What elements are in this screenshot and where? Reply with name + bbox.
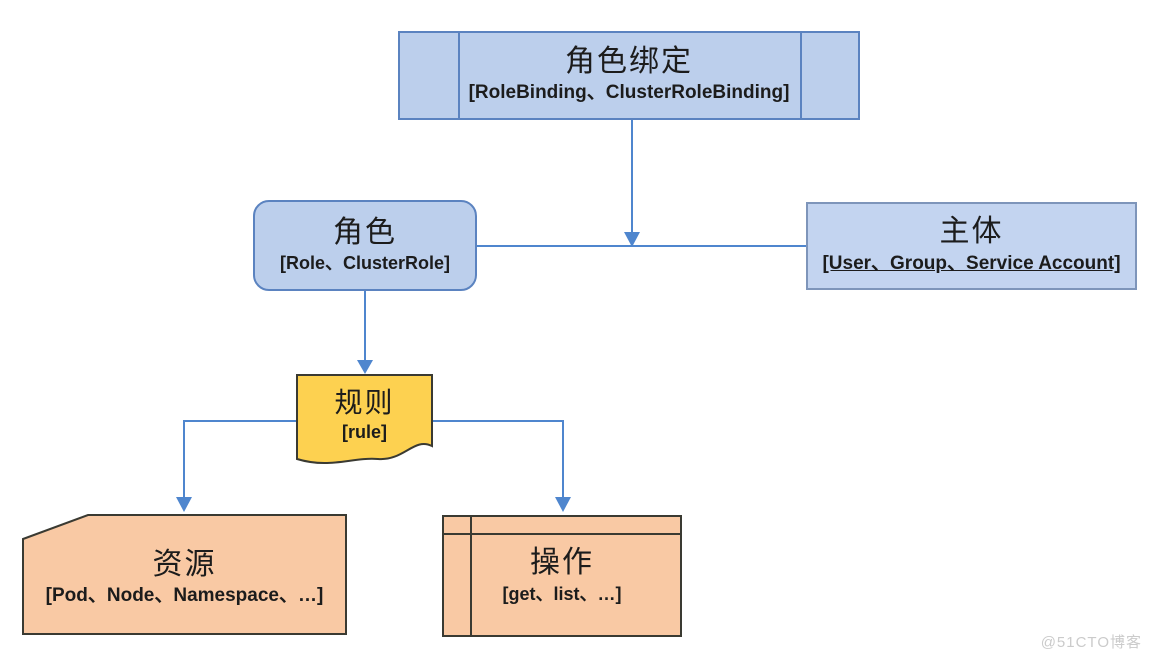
action-left-divider [470, 517, 472, 635]
role-title: 角色 [332, 215, 397, 249]
resource-card-shape [22, 514, 347, 635]
arrowhead-to-rule [357, 360, 373, 374]
subject-title: 主体 [939, 215, 1004, 249]
node-role-binding: 角色绑定 [RoleBinding、ClusterRoleBinding] [398, 31, 860, 120]
node-action: 操作 [get、list、…] [442, 515, 682, 637]
node-role: 角色 [Role、ClusterRole] [253, 200, 477, 291]
node-subject: 主体 [User、Group、Service Account] [806, 202, 1137, 290]
resource-title: 资源 [152, 547, 217, 581]
edge-rule-to-resource [183, 420, 296, 499]
arrowhead-to-resource [176, 497, 192, 512]
action-top-divider [444, 533, 680, 535]
rule-subtitle: [rule] [341, 422, 387, 443]
subject-subtitle: [User、Group、Service Account] [822, 252, 1121, 274]
arrowhead-to-action [555, 497, 571, 512]
role-binding-title: 角色绑定 [565, 44, 693, 78]
edge-rule-to-action [433, 420, 564, 499]
watermark: @51CTO博客 [1040, 634, 1142, 651]
resource-subtitle: [Pod、Node、Namespace、…] [45, 585, 324, 607]
rule-document-shape [296, 374, 433, 465]
arrowhead-to-link [624, 232, 640, 247]
role-binding-subtitle: [RoleBinding、ClusterRoleBinding] [468, 82, 790, 104]
node-rule: 规则 [rule] [296, 374, 433, 466]
role-subtitle: [Role、ClusterRole] [279, 253, 450, 274]
role-binding-right-bar [800, 33, 802, 118]
action-subtitle: [get、list、…] [502, 583, 622, 604]
node-resource: 资源 [Pod、Node、Namespace、…] [22, 514, 347, 635]
rule-title: 规则 [334, 387, 395, 419]
role-binding-left-bar [458, 33, 460, 118]
action-title: 操作 [530, 546, 594, 580]
